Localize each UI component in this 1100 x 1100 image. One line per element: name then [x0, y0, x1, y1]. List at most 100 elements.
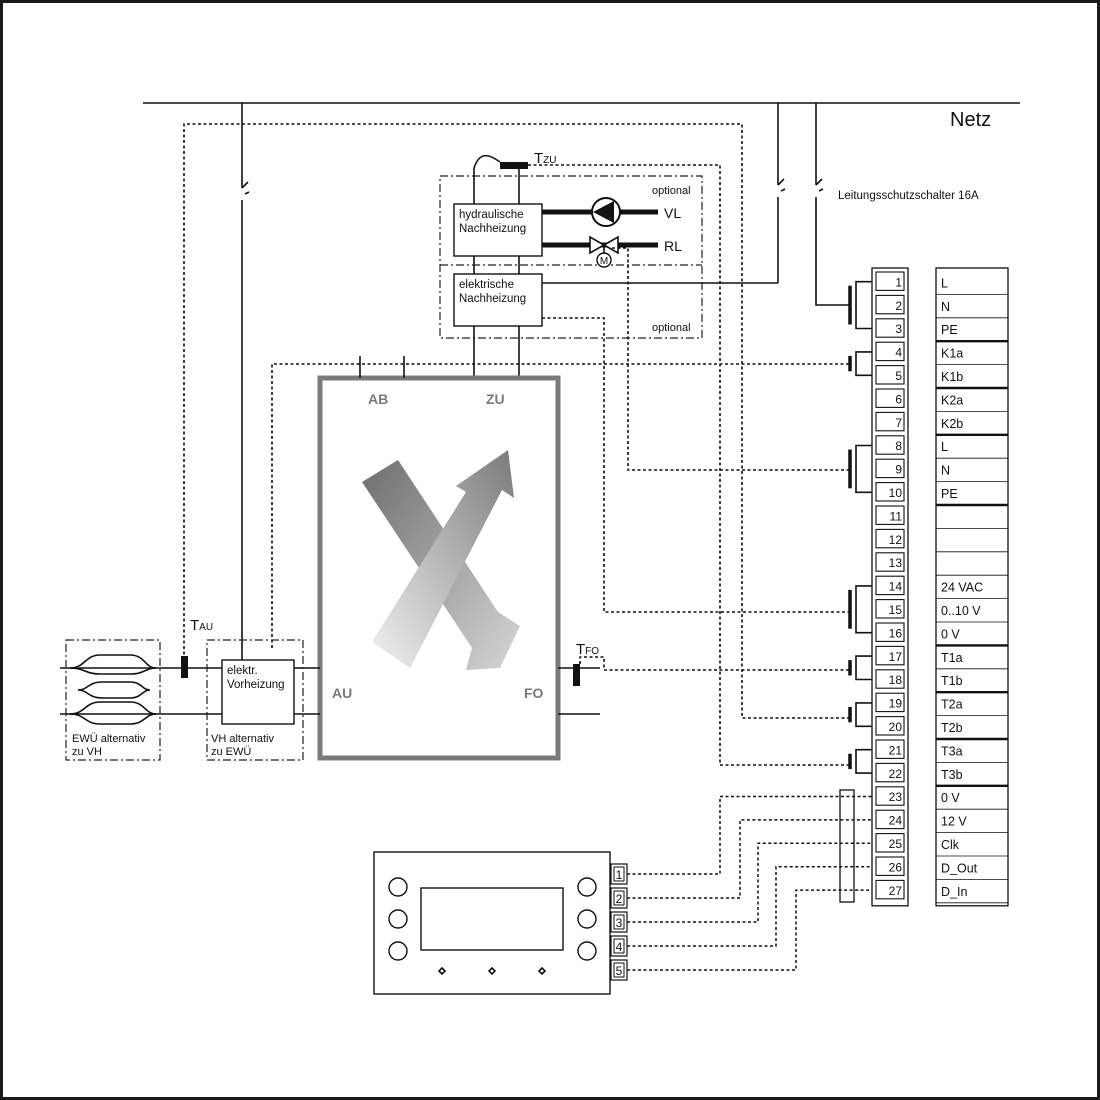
electric-reheater-label: elektrische Nachheizung — [459, 279, 526, 305]
terminal-number-15: 15 — [889, 603, 903, 617]
terminal-box-16 — [875, 622, 905, 642]
terminal-number-2: 2 — [895, 299, 902, 313]
bus-wire-1 — [627, 795, 872, 875]
terminal-number-3: 3 — [895, 322, 902, 336]
terminal-number-4: 4 — [895, 346, 902, 360]
terminal-number-6: 6 — [895, 392, 902, 406]
ewu-heat-exchanger-icon — [69, 654, 157, 725]
wiring-diagram-canvas: Netz Leitungsschutzschalter 16A optional… — [60, 102, 1020, 995]
panel-terminal-inner-1 — [613, 866, 625, 882]
terminal-box-24 — [875, 809, 905, 830]
flow-label-rl: RL — [664, 238, 682, 254]
terminal-label-24: 12 V — [941, 815, 967, 829]
bus-wire-3 — [627, 842, 872, 923]
panel-led-3 — [537, 966, 547, 976]
sensor-fo-label: TFO — [576, 641, 599, 658]
panel-terminal-number-3: 3 — [616, 916, 623, 930]
terminal-box-9 — [875, 458, 905, 479]
preheater-relay-wire — [271, 363, 850, 648]
terminal-box-14 — [875, 575, 905, 596]
supply-airflow-arrow — [372, 450, 514, 668]
terminal-box-13 — [875, 552, 905, 572]
panel-terminal-number-5: 5 — [616, 964, 623, 978]
terminal-number-5: 5 — [895, 369, 902, 383]
terminal-number-26: 26 — [889, 860, 903, 874]
terminal-number-18: 18 — [889, 673, 903, 687]
terminal-box-18 — [875, 669, 905, 689]
panel-button-l3[interactable] — [388, 941, 408, 961]
terminal-bracket-4-5 — [855, 351, 872, 377]
terminal-box-6 — [875, 388, 905, 408]
pump-triangle — [593, 201, 614, 223]
terminal-number-16: 16 — [889, 626, 903, 640]
port-zu-label: ZU — [486, 391, 505, 407]
panel-button-r2[interactable] — [577, 909, 597, 929]
terminal-number-22: 22 — [889, 767, 903, 781]
terminal-number-20: 20 — [889, 720, 903, 734]
panel-button-r3[interactable] — [577, 941, 597, 961]
panel-terminal-inner-3 — [613, 914, 625, 930]
terminal-label-frame — [935, 267, 1009, 907]
terminal-label-4: K1a — [941, 347, 963, 361]
bus-cable-bundle — [839, 789, 855, 903]
terminal-box-26 — [875, 856, 905, 876]
hydraulic-reheater-label: hydraulische Nachheizung — [459, 209, 527, 235]
terminal-label-9: N — [941, 464, 950, 478]
motor-label: M — [600, 256, 608, 267]
terminal-brackets — [848, 280, 872, 774]
panel-button-l1[interactable] — [388, 877, 408, 897]
terminal-number-11: 11 — [890, 509, 903, 523]
terminal-bracket-1-3 — [855, 280, 872, 330]
terminal-bracket-19-20 — [855, 702, 872, 728]
terminal-label-27: D_In — [941, 885, 967, 899]
panel-button-r1[interactable] — [577, 877, 597, 897]
terminal-label-26: D_Out — [941, 861, 978, 875]
preheater-label: elektr. Vorheizung — [227, 665, 285, 691]
terminal-bracket-17-18 — [855, 655, 872, 681]
terminal-box-2 — [875, 294, 905, 315]
sensor-zu-icon — [500, 162, 528, 169]
electric-reheater-box — [453, 273, 543, 327]
terminal-label-16: 0 V — [941, 627, 960, 641]
bus-wire-2 — [627, 819, 872, 899]
terminal-number-14: 14 — [889, 580, 903, 594]
terminal-bracket-14-16 — [855, 585, 872, 634]
terminal-label-17: T1a — [941, 651, 963, 665]
panel-terminal-inner-4 — [613, 938, 625, 954]
terminal-number-17: 17 — [889, 650, 903, 664]
terminal-number-1: 1 — [895, 275, 902, 289]
terminal-box-5 — [875, 365, 905, 385]
valve-power-wire — [612, 247, 850, 471]
terminal-label-8: L — [941, 440, 948, 454]
valve-right — [602, 235, 619, 255]
bus-wire-5 — [627, 889, 872, 971]
terminal-label-25: Clk — [941, 838, 960, 852]
terminal-number-24: 24 — [889, 814, 903, 828]
terminal-label-2: N — [941, 300, 950, 314]
terminal-box-1 — [875, 271, 905, 291]
mains-title: Netz — [950, 109, 991, 131]
terminal-box-21 — [875, 739, 905, 759]
breaker-symbol-3 — [815, 178, 824, 192]
panel-button-l2[interactable] — [388, 909, 408, 929]
sensor-fo-wire — [579, 656, 850, 671]
terminal-number-27: 27 — [889, 884, 903, 898]
flow-label-vl: VL — [664, 205, 681, 221]
terminal-label-14: 24 VAC — [941, 581, 983, 595]
terminal-box-20 — [875, 716, 905, 736]
terminal-box-22 — [875, 762, 905, 783]
optional-label-bottom: optional — [652, 322, 691, 334]
terminal-number-10: 10 — [889, 486, 903, 500]
terminal-label-6: K2a — [941, 393, 963, 407]
terminal-box-17 — [875, 645, 905, 666]
panel-led-2 — [487, 966, 497, 976]
terminal-box-8 — [875, 435, 905, 455]
port-fo-label: FO — [524, 685, 544, 701]
terminal-number-12: 12 — [889, 533, 903, 547]
terminal-number-25: 25 — [889, 837, 903, 851]
sensor-fo-icon — [573, 664, 580, 686]
panel-terminal-inner-2 — [613, 890, 625, 906]
breaker-symbol-1 — [241, 181, 250, 195]
